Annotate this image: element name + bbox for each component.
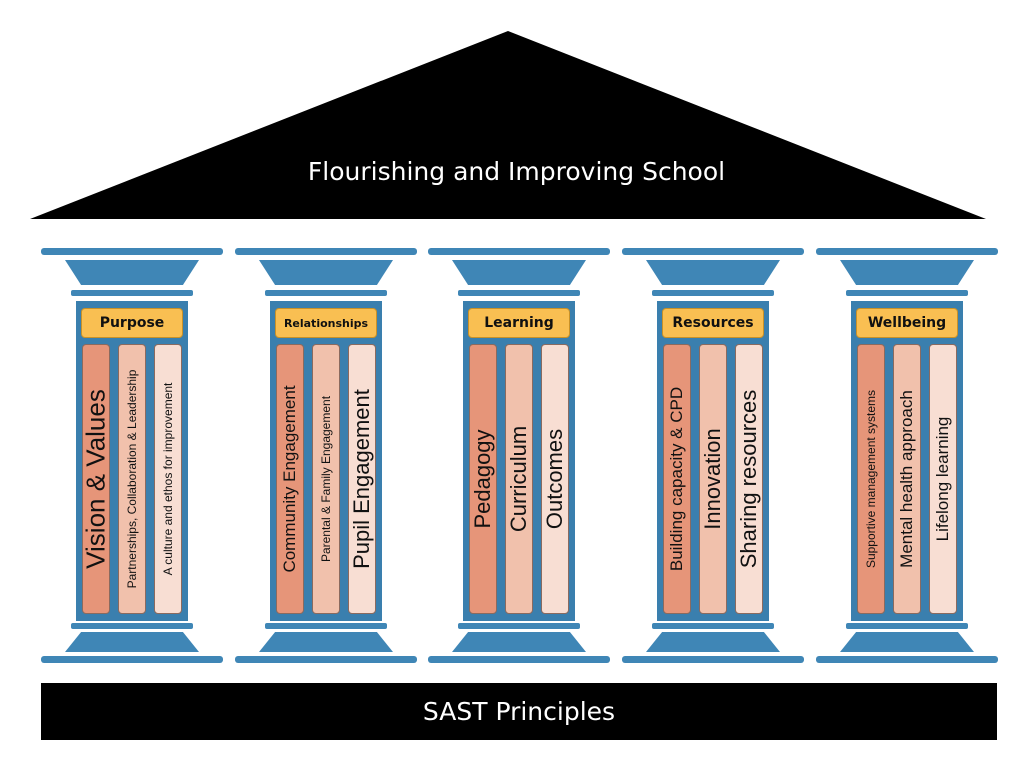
pillar-item: Partnerships, Collaboration & Leadership	[118, 344, 146, 614]
pillar-item-text: Partnerships, Collaboration & Leadership	[125, 369, 139, 589]
pillar-base-slab	[622, 656, 804, 663]
pillar-base-ring	[458, 623, 580, 629]
pillar-capital	[646, 260, 780, 285]
pillar-item: Innovation	[699, 344, 727, 614]
pillar-item: Lifelong learning	[929, 344, 957, 614]
pillar-cap-slab	[428, 248, 610, 255]
pillar-item: Parental & Family Engagement	[312, 344, 340, 614]
pillar-item: Pedagogy	[469, 344, 497, 614]
pillar-base-slab	[235, 656, 417, 663]
pillar-capital	[259, 260, 393, 285]
pillar-base	[259, 632, 393, 652]
pillar-item-text: Pedagogy	[470, 429, 495, 529]
pillar-label: Wellbeing	[856, 308, 958, 338]
pillar-item-text: Innovation	[700, 428, 725, 530]
pillar-base-slab	[816, 656, 998, 663]
pillar-base	[840, 632, 974, 652]
pillar-label: Relationships	[275, 308, 377, 338]
pillar-wellbeing: Wellbeing Supportive management systems …	[816, 248, 998, 664]
pillar-item: Sharing resources	[735, 344, 763, 614]
pillar-capital	[65, 260, 199, 285]
pillar-neck	[265, 290, 387, 296]
pillar-item-text: A culture and ethos for improvement	[161, 382, 175, 576]
pillar-neck	[71, 290, 193, 296]
pillar-item: Community Engagement	[276, 344, 304, 614]
pillar-item-text: Building capacity & CPD	[667, 386, 686, 572]
pillar-neck	[652, 290, 774, 296]
pillar-label: Resources	[662, 308, 764, 338]
pillar-item: Supportive management systems	[857, 344, 885, 614]
pillar-item: Outcomes	[541, 344, 569, 614]
foundation-bar: SAST Principles	[41, 683, 997, 740]
pillar-item-text: Sharing resources	[736, 389, 761, 569]
pillar-neck	[846, 290, 968, 296]
pillar-item-text: Supportive management systems	[864, 389, 878, 569]
pillar-capital	[840, 260, 974, 285]
pillar-base-ring	[265, 623, 387, 629]
pillar-item: Mental health approach	[893, 344, 921, 614]
pillar-relationships: Relationships Community Engagement Paren…	[235, 248, 417, 664]
pillar-learning: Learning Pedagogy Curriculum Outcomes	[428, 248, 610, 664]
pillar-cap-slab	[41, 248, 223, 255]
pillar-item: Building capacity & CPD	[663, 344, 691, 614]
pillar-base-slab	[428, 656, 610, 663]
roof-title: Flourishing and Improving School	[307, 157, 726, 186]
pillar-label: Learning	[468, 308, 570, 338]
pillar-base-ring	[71, 623, 193, 629]
pillar-resources: Resources Building capacity & CPD Innova…	[622, 248, 804, 664]
pillar-base	[65, 632, 199, 652]
foundation-title: SAST Principles	[422, 697, 616, 726]
pillar-item: Vision & Values	[80, 344, 111, 614]
pillar-cap-slab	[235, 248, 417, 255]
pillar-item-text: Parental & Family Engagement	[319, 395, 333, 563]
pillar-base-ring	[652, 623, 774, 629]
pillar-base-ring	[846, 623, 968, 629]
pillar-item-text: Outcomes	[542, 428, 567, 530]
pillar-label: Purpose	[81, 308, 183, 338]
pillar-item: A culture and ethos for improvement	[154, 344, 182, 614]
pillar-cap-slab	[622, 248, 804, 255]
pillar-base	[452, 632, 586, 652]
pillar-item-text: Pupil Engagement	[349, 389, 374, 569]
pillar-capital	[452, 260, 586, 285]
roof-triangle	[30, 31, 986, 219]
pillar-item-text: Vision & Values	[80, 389, 111, 569]
pillar-purpose: Purpose Vision & Values Partnerships, Co…	[41, 248, 223, 664]
pillar-base-slab	[41, 656, 223, 663]
pillar-base	[646, 632, 780, 652]
pillar-item: Pupil Engagement	[348, 344, 376, 614]
pillar-item: Curriculum	[505, 344, 533, 614]
pillar-item-text: Lifelong learning	[933, 416, 952, 542]
pillar-item-text: Mental health approach	[897, 390, 916, 568]
pillar-cap-slab	[816, 248, 998, 255]
pillar-neck	[458, 290, 580, 296]
pillar-item-text: Community Engagement	[280, 385, 299, 573]
pillar-item-text: Curriculum	[506, 425, 531, 533]
